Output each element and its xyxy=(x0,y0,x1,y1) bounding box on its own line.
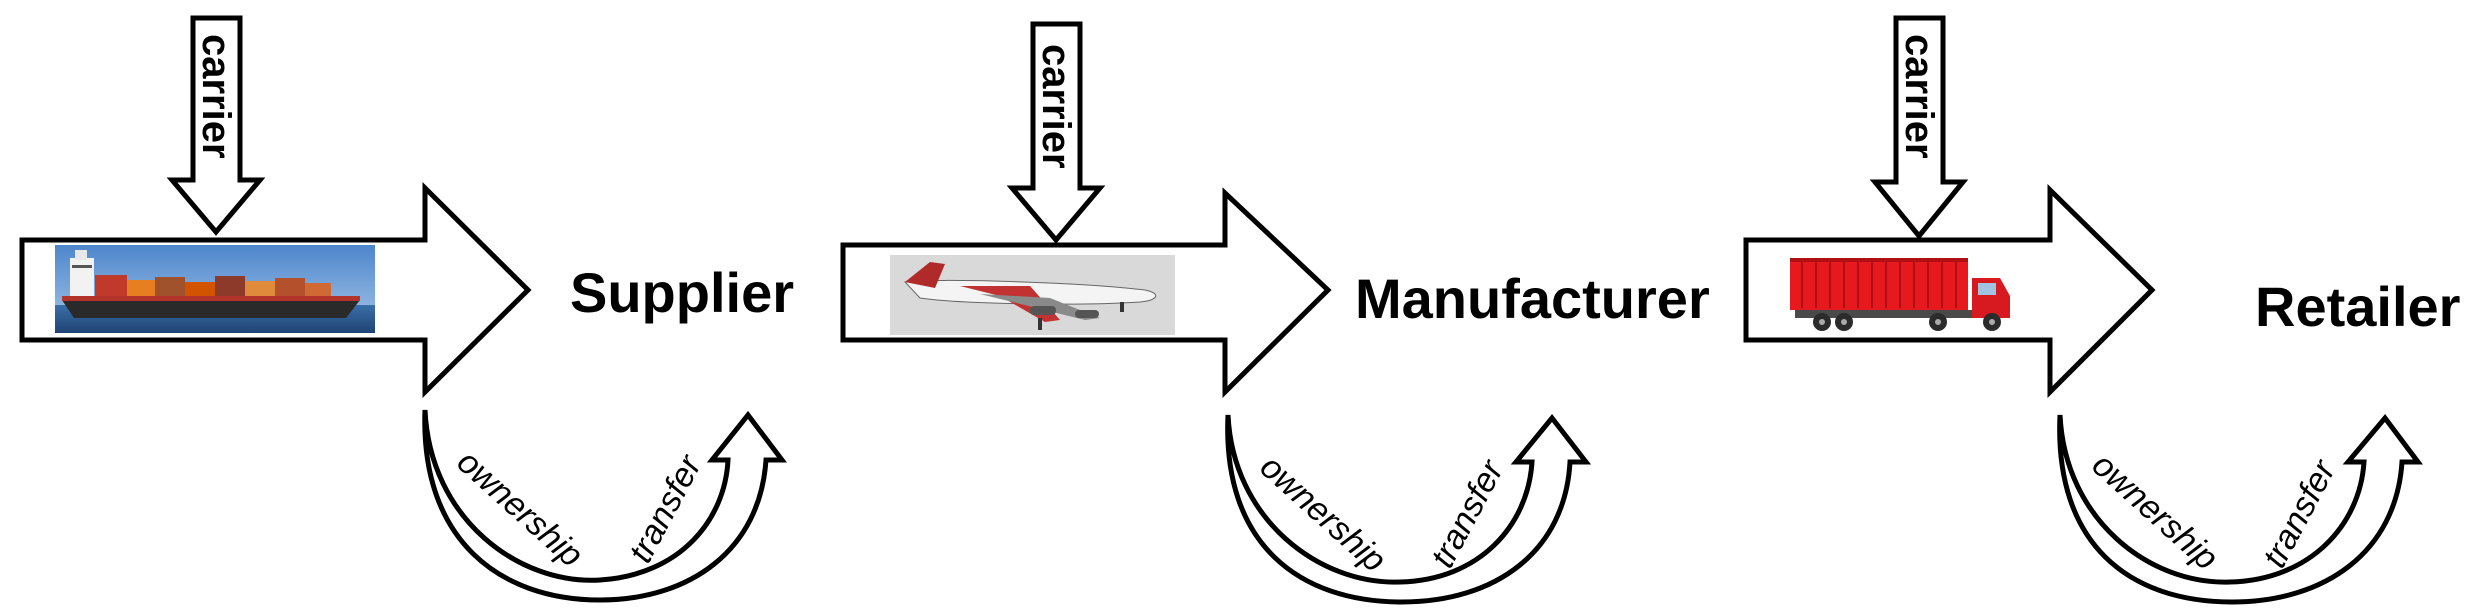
stage-retailer: carrier Retailer ownership transfer xyxy=(1743,15,2460,605)
ownership-transfer-arrow xyxy=(422,409,788,603)
ownership-transfer-arrow xyxy=(2057,413,2423,605)
stage-supplier: carrier Supplier ownership transfer xyxy=(19,15,794,603)
ownership-transfer-arrow xyxy=(1225,413,1592,605)
stage-label: Retailer xyxy=(2255,275,2460,338)
carrier-arrow xyxy=(166,15,266,236)
truck-icon xyxy=(1790,258,2010,331)
carrier-arrow xyxy=(1006,21,1106,244)
carrier-label: carrier xyxy=(1034,44,1078,169)
stage-label: Supplier xyxy=(570,261,794,324)
carrier-arrow xyxy=(1869,15,1969,240)
stage-label: Manufacturer xyxy=(1355,267,1710,330)
stage-manufacturer: carrier Manufacturer ownership transfer xyxy=(840,21,1710,605)
airplane-icon xyxy=(890,255,1175,335)
container-ship-icon xyxy=(55,245,375,333)
carrier-label: carrier xyxy=(194,34,238,159)
carrier-label: carrier xyxy=(1897,34,1941,159)
